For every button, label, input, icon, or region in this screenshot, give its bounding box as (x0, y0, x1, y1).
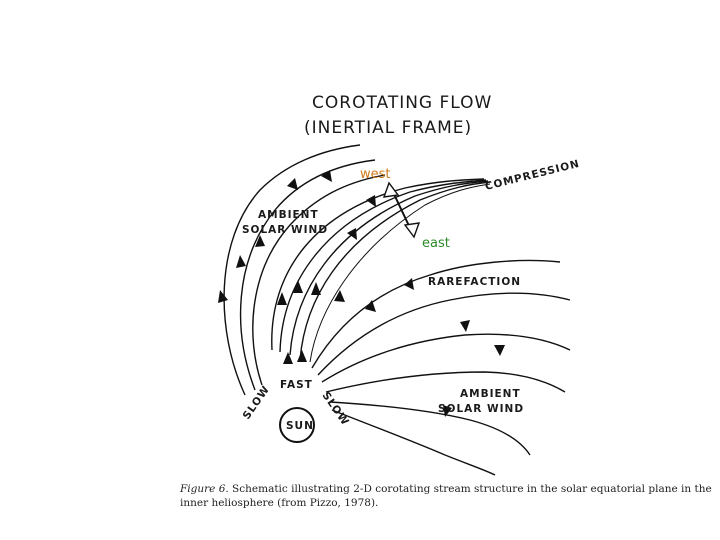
arrow-head (366, 195, 376, 207)
arrow-head (218, 290, 228, 303)
rarefaction-arc-2 (317, 292, 571, 376)
flow-arrows (218, 170, 505, 417)
streamlines (223, 144, 571, 476)
ambient-arc-2 (239, 159, 376, 391)
title-line-2: (INERTIAL FRAME) (304, 118, 472, 138)
caption-text-1: Schematic illustrating 2-D corotating st… (229, 483, 712, 495)
arrow-head (460, 320, 470, 332)
west-annotation: west (360, 167, 391, 182)
slow-right-label: SLOW (320, 390, 352, 428)
arrow-head (404, 278, 414, 290)
arrow-head (334, 290, 345, 302)
figure-caption-line-1: Figure 6. Schematic illustrating 2-D cor… (179, 483, 712, 495)
sun-circle (279, 407, 315, 443)
compression-line-3 (279, 179, 487, 353)
arrow-head (287, 178, 298, 190)
ambient-lower-label-2: SOLAR WIND (438, 403, 524, 415)
arrow-head (236, 255, 246, 268)
rarefaction-label: RAREFACTION (428, 276, 521, 288)
east-annotation: east (422, 236, 450, 251)
slow-left-label: SLOW (241, 383, 273, 421)
arrow-head (347, 228, 357, 240)
arrow-head (255, 235, 265, 247)
arrow-head (283, 352, 293, 364)
arrow-head (311, 282, 321, 295)
fast-label: FAST (280, 379, 313, 391)
figure-number: Figure 6. (179, 483, 229, 495)
lower-arc-3 (331, 409, 496, 476)
arrow-head (297, 350, 307, 362)
lower-arc-1 (325, 371, 566, 393)
compression-line-1 (299, 181, 491, 361)
west-arrowhead (382, 181, 400, 198)
rarefaction-arc-1 (311, 259, 561, 369)
compression-line-5 (309, 183, 491, 363)
arrow-head (321, 170, 332, 182)
arrow-head (365, 300, 376, 312)
ambient-lower-label-1: AMBIENT (460, 388, 521, 400)
arrow-head (494, 345, 505, 356)
lower-arc-2 (329, 401, 531, 456)
figure-caption-line-2: inner heliosphere (from Pizzo, 1978). (180, 497, 378, 509)
ambient-arc-1 (223, 144, 361, 396)
direction-indicator (382, 181, 421, 239)
east-arrowhead (403, 222, 421, 239)
direction-shaft (392, 191, 411, 229)
compression-line-2 (289, 180, 489, 356)
arrow-head (293, 280, 303, 293)
rarefaction-arc-3 (321, 333, 571, 383)
sun-label: SUN (286, 420, 314, 432)
ambient-upper-label-1: AMBIENT (258, 209, 319, 221)
ambient-arc-3 (252, 174, 386, 386)
arrow-head (443, 405, 452, 417)
compression-label: COMPRESSION (484, 158, 581, 193)
ambient-upper-label-2: SOLAR WIND (242, 224, 328, 236)
title-line-1: COROTATING FLOW (312, 93, 492, 113)
compression-line-4 (271, 178, 485, 351)
sun: SUN (279, 407, 315, 443)
arrow-head (277, 292, 287, 305)
